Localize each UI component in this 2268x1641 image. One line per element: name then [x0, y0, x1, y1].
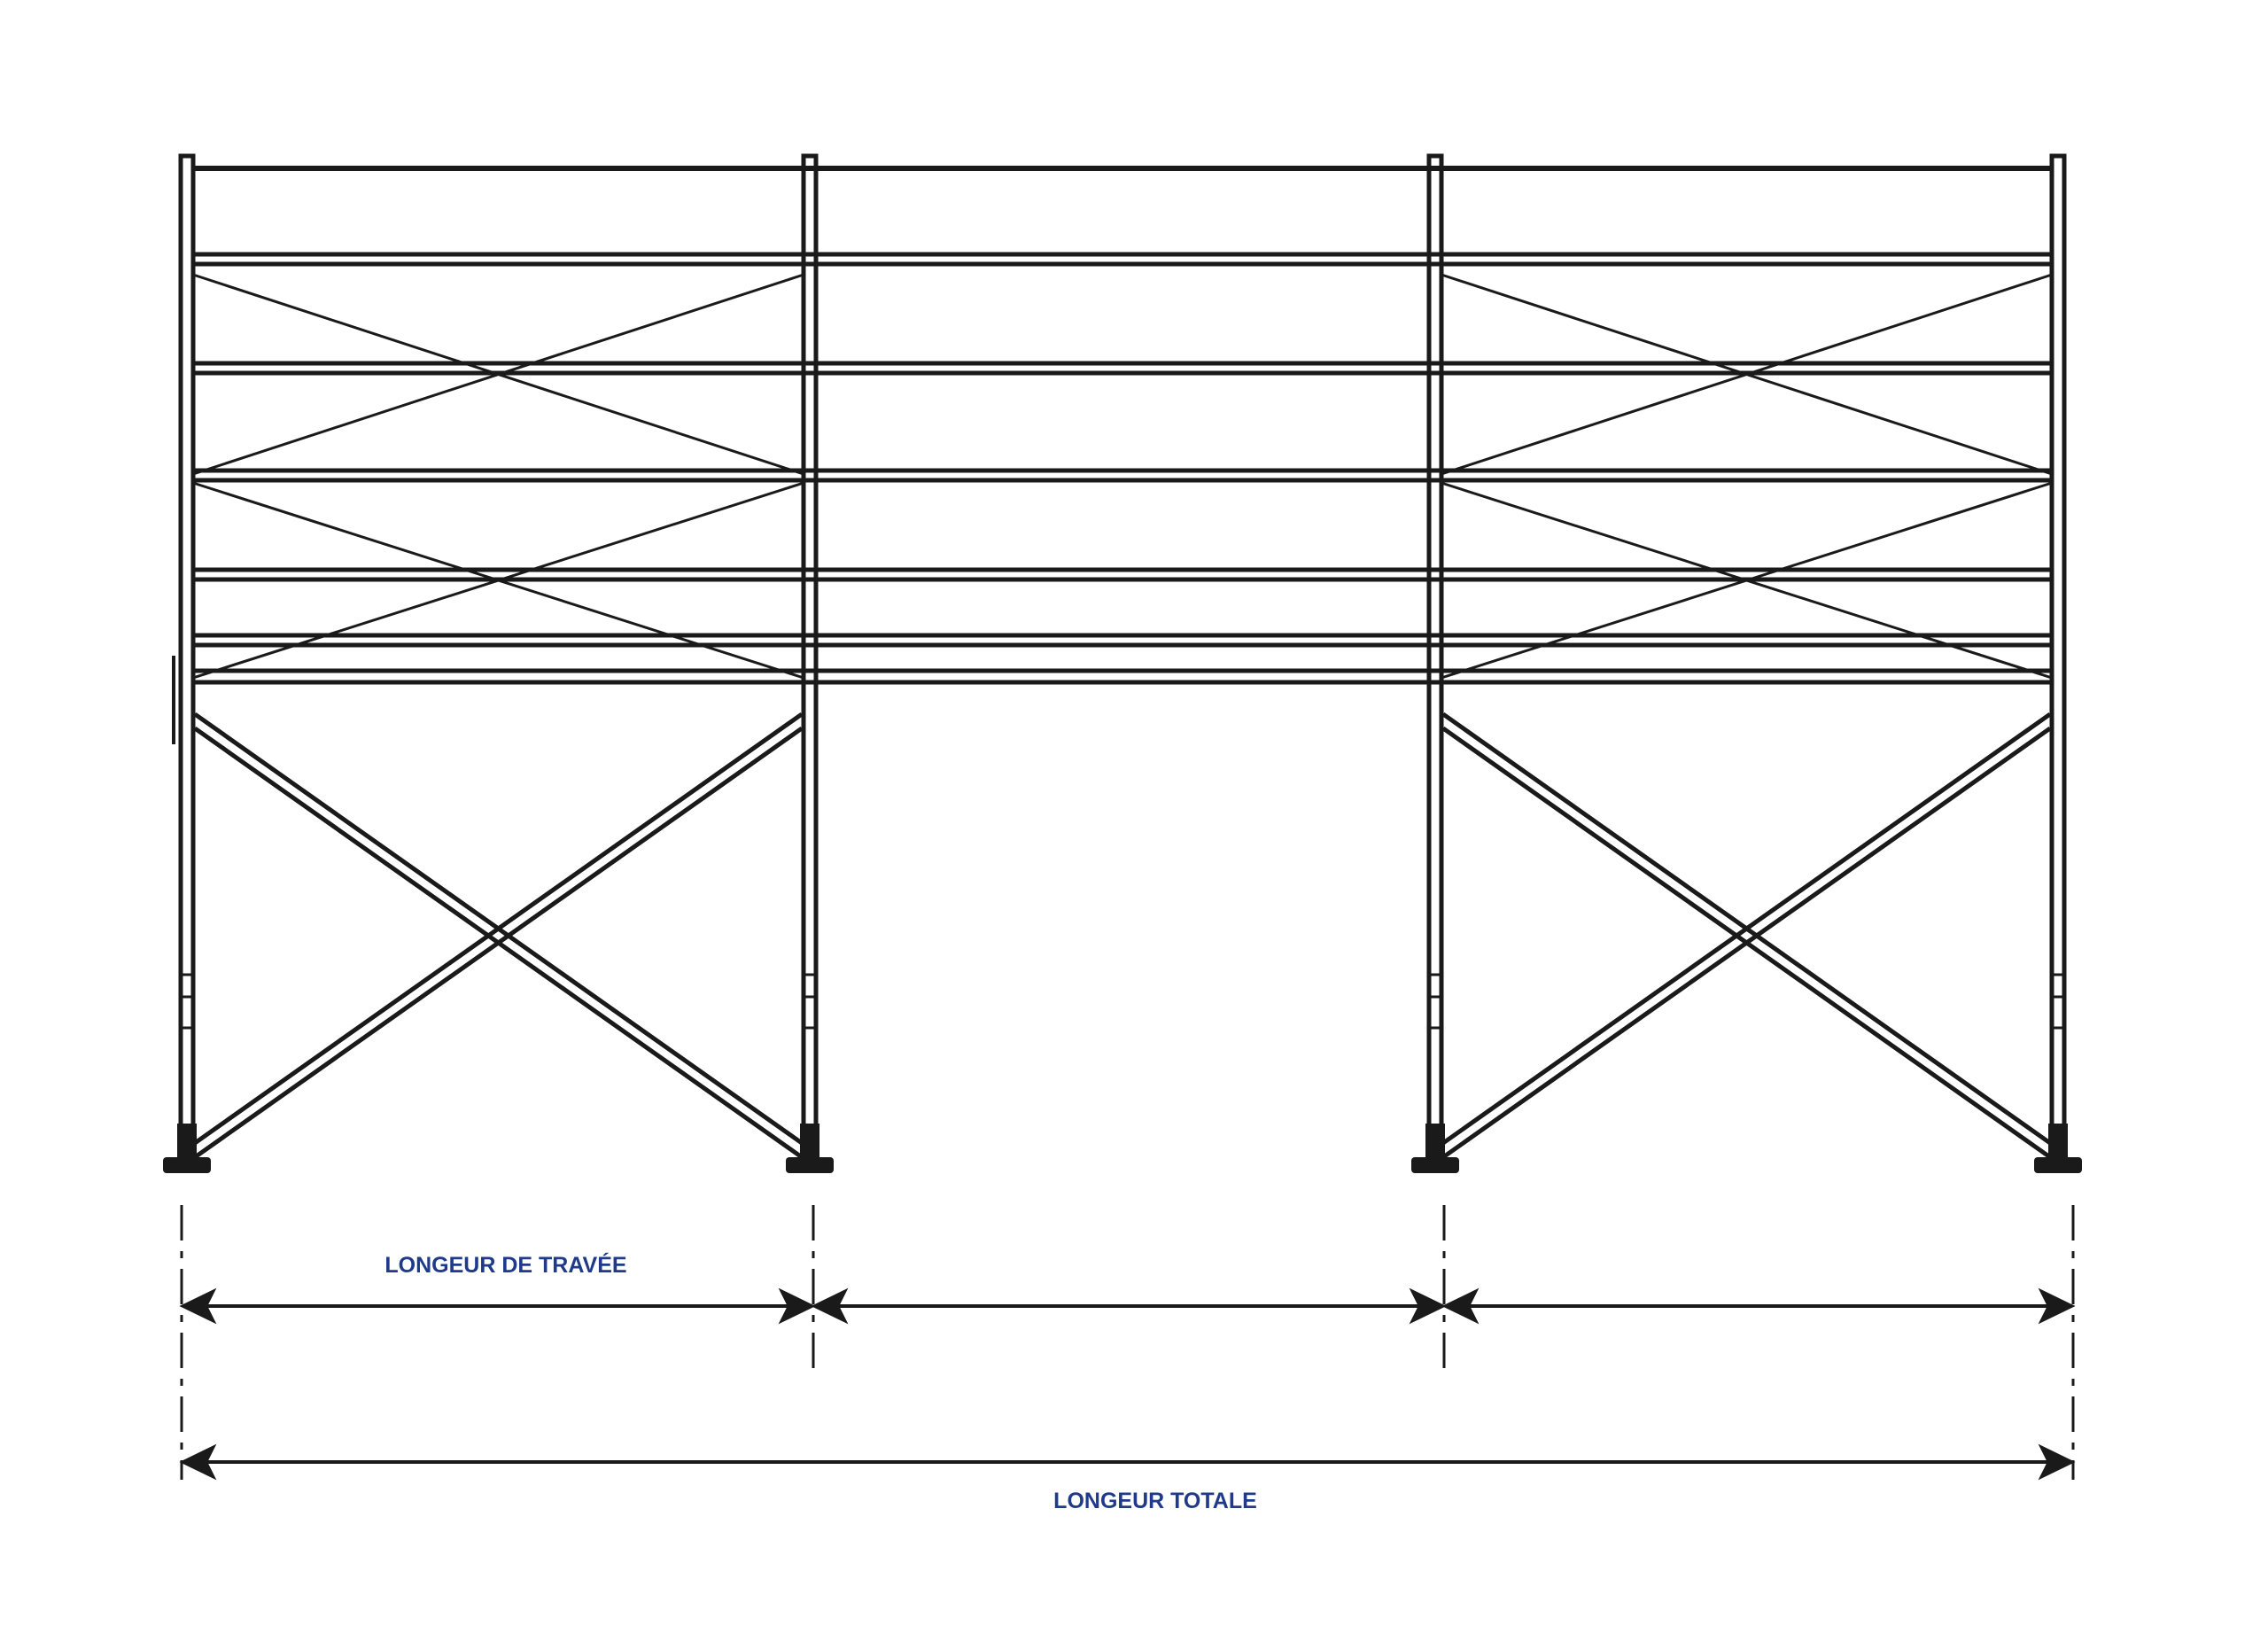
base-plate-1 [163, 1157, 211, 1173]
upper-braces [192, 273, 2053, 680]
base-plates [163, 1124, 2082, 1173]
extension-lines [180, 1205, 2075, 1480]
lower-braces [193, 712, 2052, 1160]
post-2 [801, 153, 819, 1160]
span-dimensions [179, 1287, 2076, 1325]
total-length-label: LONGEUR TOTALE [1053, 1489, 1257, 1513]
post-3 [1426, 153, 1444, 1160]
base-jack-2 [800, 1124, 819, 1159]
base-jack-3 [1425, 1124, 1445, 1159]
total-dimension [179, 1443, 2076, 1481]
post-1 [178, 153, 196, 1160]
ledgers [193, 252, 2052, 685]
post-4 [2049, 153, 2067, 1160]
posts [172, 153, 2067, 1160]
base-plate-3 [1411, 1157, 1459, 1173]
base-plate-4 [2034, 1157, 2082, 1173]
scaffold-frame [172, 153, 2067, 1160]
base-jack-4 [2048, 1124, 2068, 1159]
post-details [181, 973, 2064, 1030]
span-length-label: LONGEUR DE TRAVÉE [384, 1252, 626, 1278]
base-plate-2 [786, 1157, 834, 1173]
base-jack-1 [177, 1124, 197, 1159]
